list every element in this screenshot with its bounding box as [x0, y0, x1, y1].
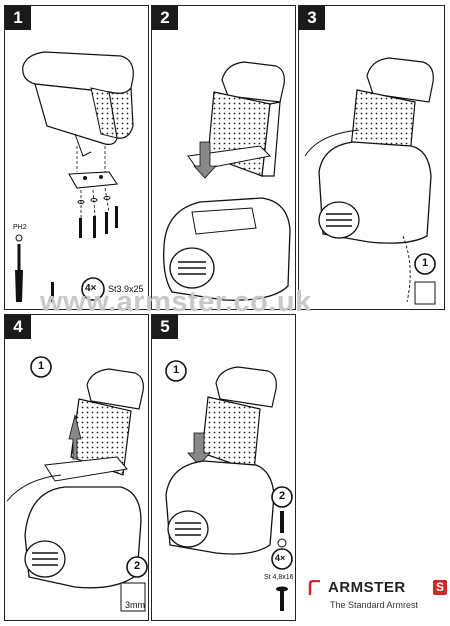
step-panel-5: 5 1 2 4× St 4,8x1	[151, 314, 296, 621]
armrest-placement-illustration	[163, 61, 291, 301]
step-callout-b: 2	[134, 560, 141, 572]
armrest-final-fix-illustration	[165, 360, 293, 611]
armrest-exploded-illustration	[15, 51, 134, 302]
step-number-badge: 1	[5, 6, 31, 30]
step-callout-a: 1	[38, 360, 45, 372]
brand-name: ARMSTER	[328, 579, 406, 596]
step-panel-2: 2	[151, 5, 296, 310]
drill-size-label: 3mm	[125, 600, 145, 610]
armster-logo-mark-icon	[308, 580, 320, 595]
website-watermark: www.armster.co.uk	[40, 286, 312, 318]
step-callout: 1	[422, 257, 429, 269]
armrest-adjust-illustration	[6, 356, 148, 612]
screw-spec: St 4,8x16	[264, 574, 294, 581]
screw-spec: St3.9x25	[108, 284, 144, 294]
armster-brand: ARMSTER S The Standard Armrest	[306, 578, 447, 618]
step-panel-3: 3 1	[298, 5, 445, 310]
step-number-badge: 4	[5, 315, 31, 339]
step-number-badge: 2	[152, 6, 178, 30]
step-callout-b: 2	[279, 490, 286, 502]
screw-quantity: 4×	[275, 553, 286, 563]
step-callout-a: 1	[173, 364, 180, 376]
brand-badge: S	[433, 580, 447, 595]
step-panel-1: 1	[4, 5, 149, 310]
step-number-badge: 3	[299, 6, 325, 30]
step-number-badge: 5	[152, 315, 178, 339]
screw-quantity: 4×	[85, 283, 97, 294]
armrest-fitted-illustration	[304, 57, 436, 305]
brand-tagline: The Standard Armrest	[330, 600, 419, 610]
tool-label: PH2	[13, 224, 27, 231]
step-panel-4: 4 1 2 3mm	[4, 314, 149, 621]
